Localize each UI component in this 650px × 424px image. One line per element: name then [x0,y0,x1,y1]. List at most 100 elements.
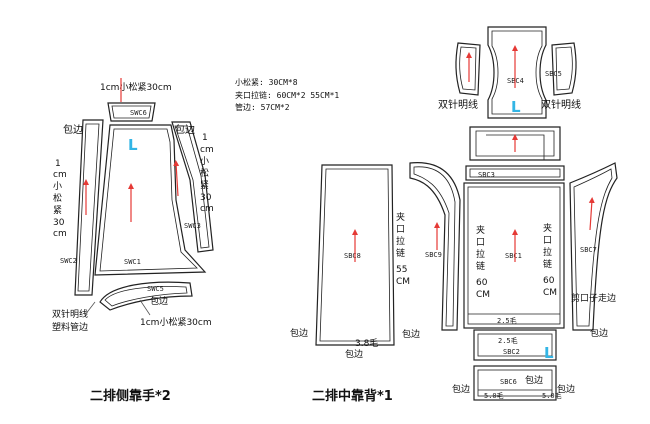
piece-sbc1: SBC1 2.5毛 [463,182,565,329]
svg-text:松: 松 [53,192,62,204]
piece-sbc3 [469,126,561,161]
svg-text:口: 口 [476,238,485,248]
svg-text:松: 松 [200,167,209,179]
piece-sbc2: 2.5毛 SBC2 L [473,329,557,362]
piece-label-swc3: SWC3 [184,222,201,230]
zipper-note-60-right: 夹 口 拉 链 60 CM [543,222,557,298]
double-stitch-right: 双针明线 [541,98,581,111]
piece-sbc8: SBC8 3.8毛 [315,164,395,349]
double-stitch-note: 双针明线 [52,308,88,320]
spec-notes: 小松紧: 30CM*8 夹口拉链: 60CM*2 55CM*1 管边: 57CM… [235,77,339,112]
piece-swc5: SWC5 [99,281,193,311]
leader-line-bottom [139,299,151,316]
svg-text:拉: 拉 [543,246,552,258]
svg-text:55: 55 [396,265,407,275]
binding-label-7: 包边 [590,327,608,339]
piece-label-sbc5: SBC5 [545,70,562,78]
svg-text:30: 30 [53,218,65,228]
piece-sbc5-left [455,42,481,96]
svg-text:CM: CM [543,288,557,298]
piece-label-swc6: SWC6 [130,109,147,117]
bottom-binding-label: 包边 [150,295,168,307]
svg-text:1: 1 [55,159,61,169]
piece-label-swc5: SWC5 [147,285,164,293]
piece-label-sbc2: SBC2 [503,348,520,356]
double-stitch-left: 双针明线 [438,98,478,111]
piece-sbc7: SBC7 [569,162,618,331]
piece-label-sbc6: SBC6 [500,378,517,386]
size-mark-right-bottom: L [544,344,554,362]
piece-swc3: SWC3 [171,121,214,253]
svg-text:拉: 拉 [476,248,485,260]
right-group: SBC4 L SBC5 双针明线 双针明线 SBC3 [290,26,618,404]
piece-label-sbc9: SBC9 [425,251,442,259]
binding-label-2: 包边 [345,348,363,360]
right-elastic-note: 1 cm 小 松 紧 30 cm [200,133,214,214]
svg-text:30: 30 [200,193,212,203]
svg-text:cm: cm [200,145,214,155]
svg-text:链: 链 [543,258,552,270]
svg-text:夹: 夹 [476,224,485,236]
svg-text:1: 1 [202,133,208,143]
piece-swc6: SWC6 [107,102,156,122]
piece-label-sbc8: SBC8 [344,252,361,260]
svg-text:小: 小 [200,156,209,167]
binding-label-3: 包边 [402,328,420,340]
grain-arrow-swc3 [173,160,180,197]
svg-text:小: 小 [53,181,62,192]
spec-note-line3: 管边: 57CM*2 [235,102,290,112]
svg-text:cm: cm [53,229,67,239]
dim-25a: 2.5毛 [497,316,517,325]
svg-text:CM: CM [476,290,490,300]
svg-text:cm: cm [53,170,67,180]
piece-sbc6: SBC6 5.0毛 5.0毛 [473,365,562,401]
leader-line-double-stitch [84,301,96,316]
binding-label-6: 包边 [557,383,575,395]
left-bottom-note: 1cm小松紧30cm [140,316,212,328]
dim-50b: 5.0毛 [542,391,562,400]
piece-sbc5: SBC5 [545,42,577,96]
left-group: 1cm小松紧30cm SWC6 SWC2 L SWC1 SWC3 [52,78,214,404]
piece-sbc3-band: SBC3 [465,165,565,181]
right-binding-label: 包边 [175,123,195,136]
svg-text:CM: CM [396,277,410,287]
dim-50a: 5.0毛 [484,391,504,400]
dim-38: 3.8毛 [355,337,378,349]
size-mark-left: L [128,136,138,154]
binding-label-1: 包边 [290,327,308,339]
svg-text:链: 链 [476,260,485,272]
svg-text:拉: 拉 [396,235,405,247]
left-group-title: 二排侧靠手*2 [90,388,171,404]
piece-label-sbc1: SBC1 [505,252,522,260]
right-group-title: 二排中靠背*1 [312,388,393,404]
piece-swc1: L SWC1 [94,124,207,276]
left-top-note: 1cm小松紧30cm [100,81,172,93]
spec-note-line2: 夹口拉链: 60CM*2 55CM*1 [235,90,339,100]
piece-label-sbc7: SBC7 [580,246,597,254]
piece-label-swc2: SWC2 [60,257,77,265]
svg-text:夹: 夹 [396,211,405,223]
left-elastic-note: 1 cm 小 松 紧 30 cm [53,159,67,239]
svg-text:60: 60 [476,278,488,288]
spec-note-line1: 小松紧: 30CM*8 [235,77,298,87]
piece-label-sbc3: SBC3 [478,171,495,179]
edge-stitch-note: 剪口子走边 [571,292,616,304]
piece-label-swc1: SWC1 [124,258,141,266]
svg-text:cm: cm [200,204,214,214]
piece-swc2: SWC2 [60,119,104,296]
svg-text:60: 60 [543,276,555,286]
piece-sbc9: SBC9 [409,162,461,331]
svg-text:口: 口 [396,225,405,235]
binding-label-4: 包边 [452,383,470,395]
svg-text:夹: 夹 [543,222,552,234]
dim-25b: 2.5毛 [498,336,518,345]
left-binding-label: 包边 [63,123,83,136]
size-mark-right-top: L [511,98,521,116]
svg-text:紧: 紧 [53,205,62,216]
svg-text:链: 链 [396,247,405,259]
zipper-note-60-mid: 夹 口 拉 链 60 CM [476,224,490,300]
plastic-piping-note: 塑料管边 [52,321,88,333]
svg-text:口: 口 [543,236,552,246]
zipper-note-55: 夹 口 拉 链 55 CM [396,211,410,287]
